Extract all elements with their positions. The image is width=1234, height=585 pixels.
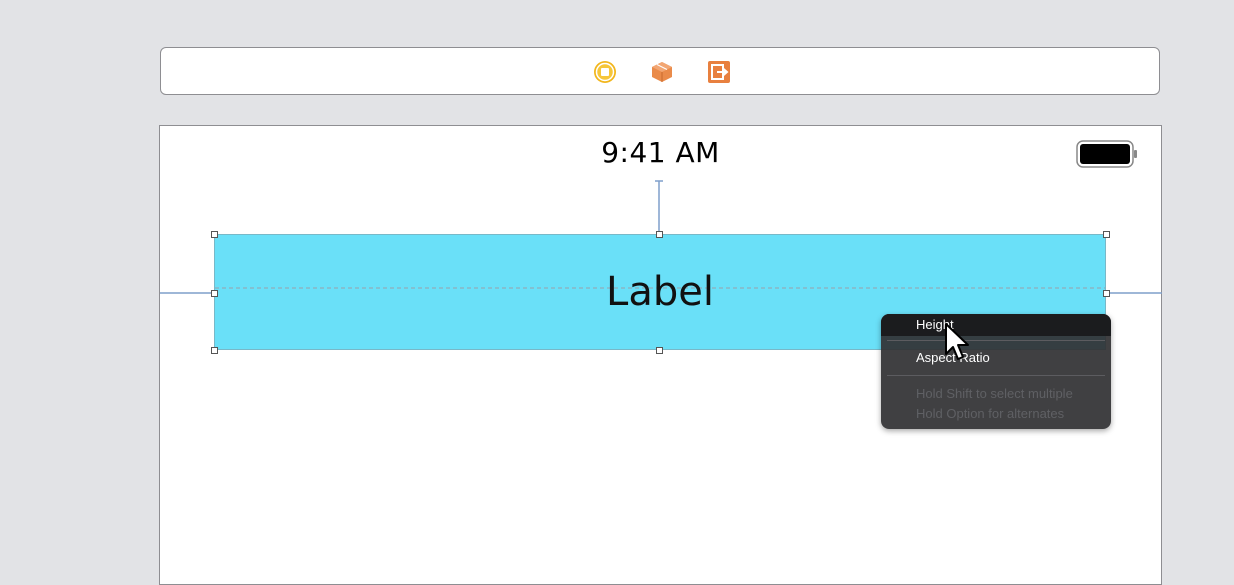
resize-handle-bottom-left[interactable] bbox=[211, 347, 218, 354]
menu-separator bbox=[887, 375, 1105, 376]
label-text: Label bbox=[606, 269, 714, 315]
status-bar-time: 9:41 AM bbox=[601, 136, 720, 169]
view-controller-icon[interactable] bbox=[593, 60, 617, 84]
label-view[interactable]: Label bbox=[214, 234, 1106, 350]
resize-handle-bottom[interactable] bbox=[656, 347, 663, 354]
scene-dock bbox=[160, 47, 1160, 95]
menu-separator bbox=[887, 340, 1105, 341]
constraint-popup-menu: Height Aspect Ratio Hold Shift to select… bbox=[881, 314, 1111, 429]
menu-hint-shift: Hold Shift to select multiple bbox=[916, 386, 1073, 401]
resize-handle-top-right[interactable] bbox=[1103, 231, 1110, 238]
resize-handle-top[interactable] bbox=[656, 231, 663, 238]
menu-item-aspect-ratio[interactable]: Aspect Ratio bbox=[916, 350, 990, 365]
menu-item-height[interactable]: Height bbox=[881, 314, 1111, 336]
battery-full-icon bbox=[1076, 139, 1138, 169]
resize-handle-top-left[interactable] bbox=[211, 231, 218, 238]
resize-handle-right[interactable] bbox=[1103, 290, 1110, 297]
label-baseline-guide bbox=[215, 287, 1105, 289]
mouse-pointer-icon bbox=[944, 322, 972, 362]
resize-handle-left[interactable] bbox=[211, 290, 218, 297]
exit-icon[interactable] bbox=[707, 60, 731, 84]
menu-hint-option: Hold Option for alternates bbox=[916, 406, 1065, 421]
first-responder-icon[interactable] bbox=[650, 60, 674, 84]
constraint-lines bbox=[160, 180, 1162, 294]
